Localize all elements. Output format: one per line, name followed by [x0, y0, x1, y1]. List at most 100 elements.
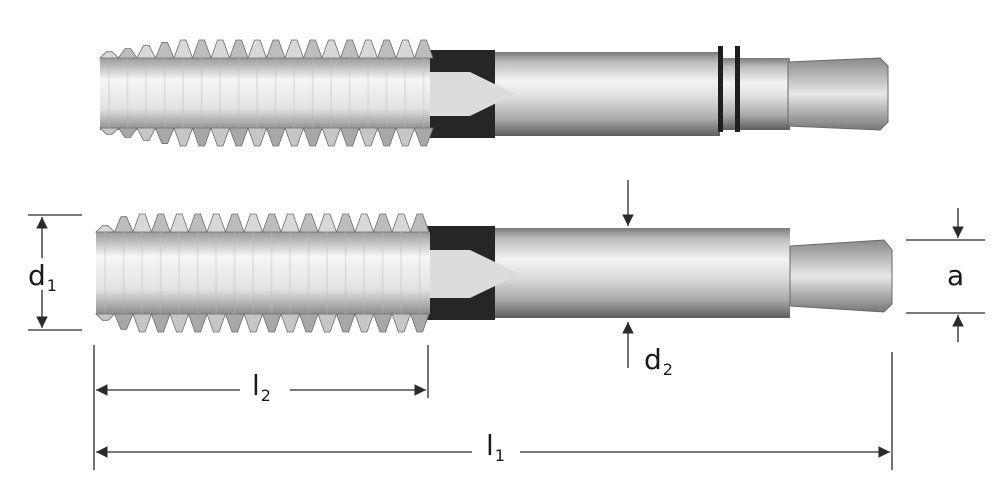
thread-flute-shade: [367, 58, 369, 128]
thread-flute-shade: [404, 58, 406, 128]
thread-flute-shade: [200, 58, 203, 128]
thread-tooth-lower: [372, 313, 393, 333]
thread-flute-shade: [256, 58, 258, 128]
thread-flute-shade: [196, 232, 199, 314]
thread-tooth-lower: [136, 127, 157, 141]
thread-flute-shade: [400, 232, 402, 314]
thread-flute-shade: [293, 58, 295, 128]
label-d1: d1: [28, 262, 57, 294]
thread-flute-shade: [311, 58, 314, 128]
thread-tooth-upper: [136, 45, 157, 59]
label-l1-sub: 1: [494, 446, 505, 465]
thread-tooth-upper: [150, 213, 171, 233]
hand-tap-plug: [95, 213, 893, 333]
thread-tooth-lower: [224, 313, 245, 333]
thread-tooth-lower: [154, 127, 175, 144]
thread-tooth-lower: [280, 313, 301, 333]
thread-flute-shade: [237, 58, 240, 128]
label-d2-main: d: [644, 343, 662, 376]
label-l1-main: l: [486, 429, 494, 462]
thread-tooth-upper: [280, 213, 301, 233]
thread-flute-shade: [233, 232, 236, 314]
thread-tooth-lower: [302, 127, 323, 147]
label-l1: l1: [486, 432, 505, 464]
thread-tooth-upper: [298, 213, 319, 233]
thread-tooth-lower: [247, 127, 268, 147]
label-d1-main: d: [28, 259, 46, 292]
label-d2-sub: 2: [662, 360, 673, 379]
thread-tooth-lower: [117, 127, 138, 138]
dimension-a: [906, 208, 985, 342]
hand-tap-taper: [99, 39, 889, 147]
thread-tooth-upper: [210, 39, 231, 59]
thread-tooth-upper: [247, 39, 268, 59]
thread-tooth-lower: [173, 127, 194, 147]
thread-flute-shade: [326, 232, 328, 314]
thread-tooth-upper: [391, 213, 412, 233]
thread-tooth-upper: [261, 213, 282, 233]
thread-tooth-lower: [317, 313, 338, 333]
dimension-l2: [93, 345, 429, 398]
top-ring-1: [718, 46, 723, 132]
thread-tooth-upper: [284, 39, 305, 59]
thread-tooth-lower: [358, 127, 379, 147]
top-shank-neck: [720, 58, 790, 130]
thread-tooth-upper: [228, 39, 249, 59]
label-d2: d2: [644, 346, 673, 378]
thread-tooth-upper: [113, 216, 134, 233]
thread-flute-shade: [159, 232, 162, 314]
thread-flute-shade: [141, 232, 143, 314]
thread-tooth-upper: [358, 39, 379, 59]
thread-flute-shade: [422, 58, 425, 128]
thread-tooth-upper: [302, 39, 323, 59]
thread-tooth-upper: [191, 39, 212, 59]
thread-tooth-lower: [321, 127, 342, 147]
thread-flute-shade: [270, 232, 273, 314]
thread-tooth-lower: [413, 127, 434, 147]
thread-flute-shade: [418, 232, 421, 314]
thread-tooth-upper: [169, 213, 190, 233]
thread-flute-shade: [219, 58, 221, 128]
label-a: a: [947, 259, 965, 292]
thread-tooth-lower: [409, 313, 430, 333]
bottom-thread-teeth: [95, 213, 430, 333]
thread-flute-shade: [178, 232, 180, 314]
thread-flute-shade: [182, 58, 184, 128]
thread-tooth-upper: [376, 39, 397, 59]
thread-tooth-lower: [150, 313, 171, 333]
thread-tooth-lower: [261, 313, 282, 333]
thread-flute-shade: [289, 232, 291, 314]
thread-tooth-lower: [376, 127, 397, 147]
thread-tooth-upper: [243, 213, 264, 233]
thread-tooth-upper: [413, 39, 434, 59]
thread-tooth-lower: [284, 127, 305, 147]
thread-tooth-upper: [354, 213, 375, 233]
thread-tooth-lower: [169, 313, 190, 333]
thread-tooth-lower: [206, 313, 227, 333]
thread-tooth-upper: [117, 48, 138, 59]
thread-tooth-lower: [335, 313, 356, 333]
thread-tooth-lower: [298, 313, 319, 333]
thread-tooth-upper: [409, 213, 430, 233]
label-l2: l2: [252, 372, 271, 404]
thread-tooth-lower: [113, 313, 134, 330]
thread-tooth-upper: [206, 213, 227, 233]
label-l2-main: l: [252, 369, 260, 402]
top-square-drive: [787, 57, 889, 131]
thread-flute-shade: [363, 232, 365, 314]
thread-tooth-upper: [95, 225, 116, 233]
thread-flute-shade: [122, 232, 125, 314]
thread-flute-shade: [215, 232, 217, 314]
top-flute-tip: [420, 72, 515, 116]
thread-flute-shade: [385, 58, 388, 128]
thread-tooth-upper: [173, 39, 194, 59]
thread-tooth-upper: [335, 213, 356, 233]
thread-flute-shade: [108, 58, 110, 128]
dimension-d1: [28, 214, 82, 331]
thread-tooth-lower: [228, 127, 249, 147]
thread-flute-shade: [104, 232, 106, 314]
bottom-thread-core: [96, 232, 430, 314]
thread-tooth-lower: [354, 313, 375, 333]
top-ring-2: [735, 46, 740, 132]
